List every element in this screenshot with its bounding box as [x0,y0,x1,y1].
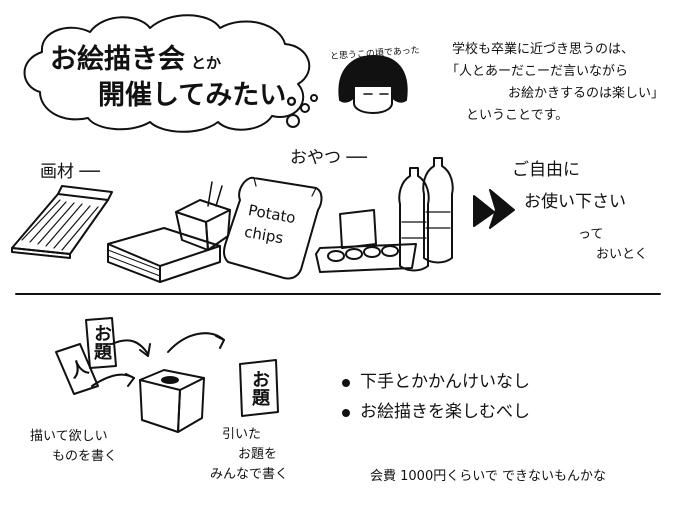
sketchbook-icon [11,185,113,259]
caption-right-line3: みんなで書く [210,467,289,482]
caption-right-line1: 引いた [222,427,262,442]
topic-card-left [55,343,99,395]
arrow-right-icon [473,189,515,229]
rule-1: 下手とかかんけいなし [360,372,530,392]
materials-label: 画材 ── [40,162,100,182]
snacks-label: おやつ ── [290,148,367,168]
note-line3: お絵かきするのは楽しい」 [508,86,665,101]
fee-text: 会費 1000円くらいで できないもんかな [370,469,606,484]
lottery-box-icon [139,369,205,433]
snack-tray-icon [315,209,417,273]
paper-stack-icon [107,227,221,283]
caption-left-line1: 描いて欲しい [30,429,108,444]
bottle-icon [398,157,454,272]
title-line2: 開催してみたい。 [98,80,314,111]
caption-left-line2: ものを書く [52,449,118,464]
title-line1: お絵描き会とか [50,44,222,75]
bullet-dot-2 [342,409,350,417]
note-line4: ということです。 [466,108,569,123]
caption-right-line2: お題を [238,447,278,462]
bullet-dot-1 [342,379,350,387]
girl-face-icon [338,55,408,114]
topic-card-right [239,359,279,417]
free-use-line3: って [578,227,604,242]
topic-card-top [85,317,117,369]
title-line1-small: とか [191,54,222,72]
rule-2: お絵描きを楽しむべし [360,402,530,422]
takeout-box-icon [175,181,231,251]
chips-bag-icon [223,176,323,280]
note-line1: 学校も卒業に近づき思うのは、 [452,42,635,57]
thought-cloud [23,14,318,133]
free-use-line4: おいとく [596,247,648,262]
topic-card-top-text: お題 [91,324,112,360]
note-line2: 「人とあーだこーだ言いながら [446,64,629,79]
topic-card-right-text: お題 [249,370,270,406]
arrow-curve-icon [91,332,225,387]
free-use-line1: ご自由に [512,160,580,180]
free-use-line2: お使い下さい [524,192,626,212]
